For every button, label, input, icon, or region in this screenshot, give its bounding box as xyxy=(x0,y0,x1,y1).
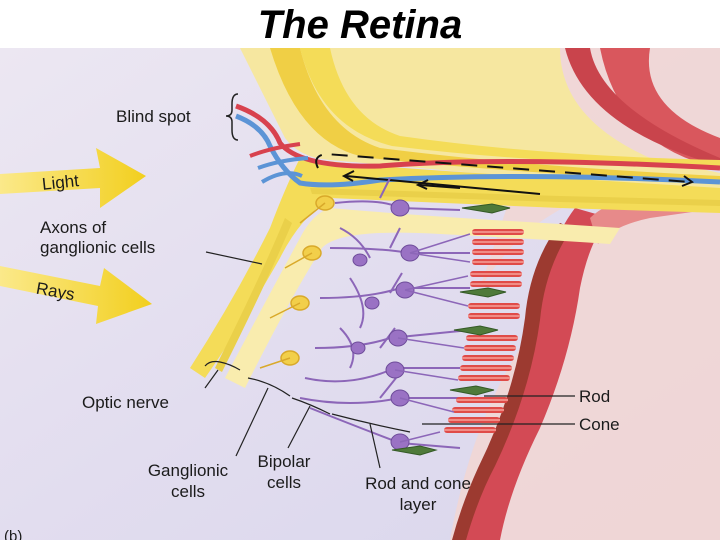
optic-nerve-label: Optic nerve xyxy=(82,392,169,413)
axons-label-line1: Axons of xyxy=(40,217,106,238)
rod-cone-layer-label-line1: Rod and cone xyxy=(336,473,500,494)
axons-label-line2: ganglionic cells xyxy=(40,237,155,258)
retina-diagram xyxy=(0,48,720,540)
bipolar-cells-label-line2: cells xyxy=(248,472,320,493)
figure-ref-label: (b) xyxy=(4,526,22,540)
rod-cone-layer-label-line2: layer xyxy=(336,494,500,515)
cone-label: Cone xyxy=(579,414,620,435)
blind-spot-label: Blind spot xyxy=(116,106,191,127)
page-title: The Retina xyxy=(0,2,720,48)
rod-label: Rod xyxy=(579,386,610,407)
bipolar-cells-label-line1: Bipolar xyxy=(248,451,320,472)
ganglionic-cells-label-line1: Ganglionic xyxy=(128,460,248,481)
ganglionic-cells-label-line2: cells xyxy=(128,481,248,502)
light-label: Light xyxy=(41,170,80,195)
